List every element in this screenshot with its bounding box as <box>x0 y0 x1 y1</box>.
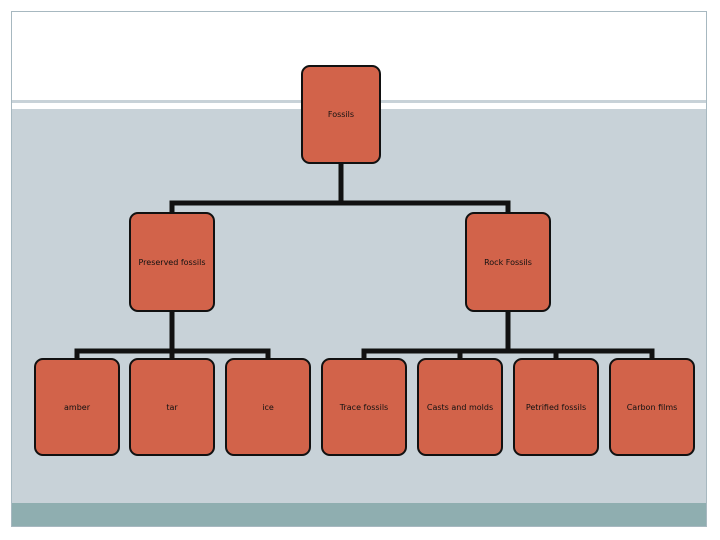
node-trace-fossils: Trace fossils <box>321 358 407 456</box>
node-label: tar <box>166 402 178 412</box>
footer-band <box>12 503 706 526</box>
node-label: Rock Fossils <box>484 257 532 267</box>
node-label: Carbon films <box>626 402 678 412</box>
node-ice: ice <box>225 358 311 456</box>
node-fossils: Fossils <box>301 65 381 164</box>
node-label: Petrified fossils <box>525 402 587 412</box>
node-label: amber <box>64 402 90 412</box>
node-casts-and-molds: Casts and molds <box>417 358 503 456</box>
node-tar: tar <box>129 358 215 456</box>
node-amber: amber <box>34 358 120 456</box>
node-petrified-fossils: Petrified fossils <box>513 358 599 456</box>
node-label: ice <box>262 402 274 412</box>
node-rock-fossils: Rock Fossils <box>465 212 551 312</box>
node-preserved-fossils: Preserved fossils <box>129 212 215 312</box>
node-label: Fossils <box>327 110 355 119</box>
node-label: Preserved fossils <box>138 257 206 267</box>
node-label: Trace fossils <box>339 402 389 412</box>
node-label: Casts and molds <box>426 402 494 412</box>
node-carbon-films: Carbon films <box>609 358 695 456</box>
